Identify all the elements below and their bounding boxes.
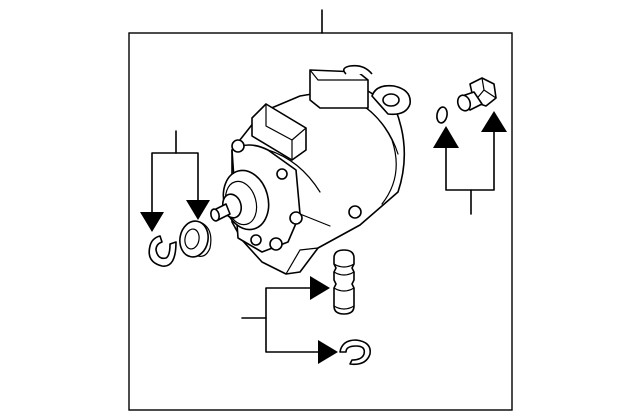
relief-valve-arrow xyxy=(310,276,330,300)
clip-arrow xyxy=(318,340,338,364)
o-ring-arrow xyxy=(433,126,459,148)
left-callout-bracket xyxy=(140,130,210,232)
retaining-clip[interactable] xyxy=(339,339,372,366)
snap-ring[interactable] xyxy=(148,235,177,267)
diagram-frame xyxy=(128,32,513,411)
ac-compressor[interactable] xyxy=(210,64,411,275)
seal-ring-arrow xyxy=(186,200,210,220)
pressure-valve[interactable] xyxy=(456,77,497,113)
o-ring[interactable] xyxy=(436,106,449,124)
snap-ring-arrow xyxy=(140,212,164,232)
seal-ring[interactable] xyxy=(177,219,212,259)
bottom-callout-bracket xyxy=(241,276,338,364)
valve-arrow xyxy=(481,111,507,132)
right-callout-bracket xyxy=(433,111,507,215)
relief-valve[interactable] xyxy=(333,249,355,315)
